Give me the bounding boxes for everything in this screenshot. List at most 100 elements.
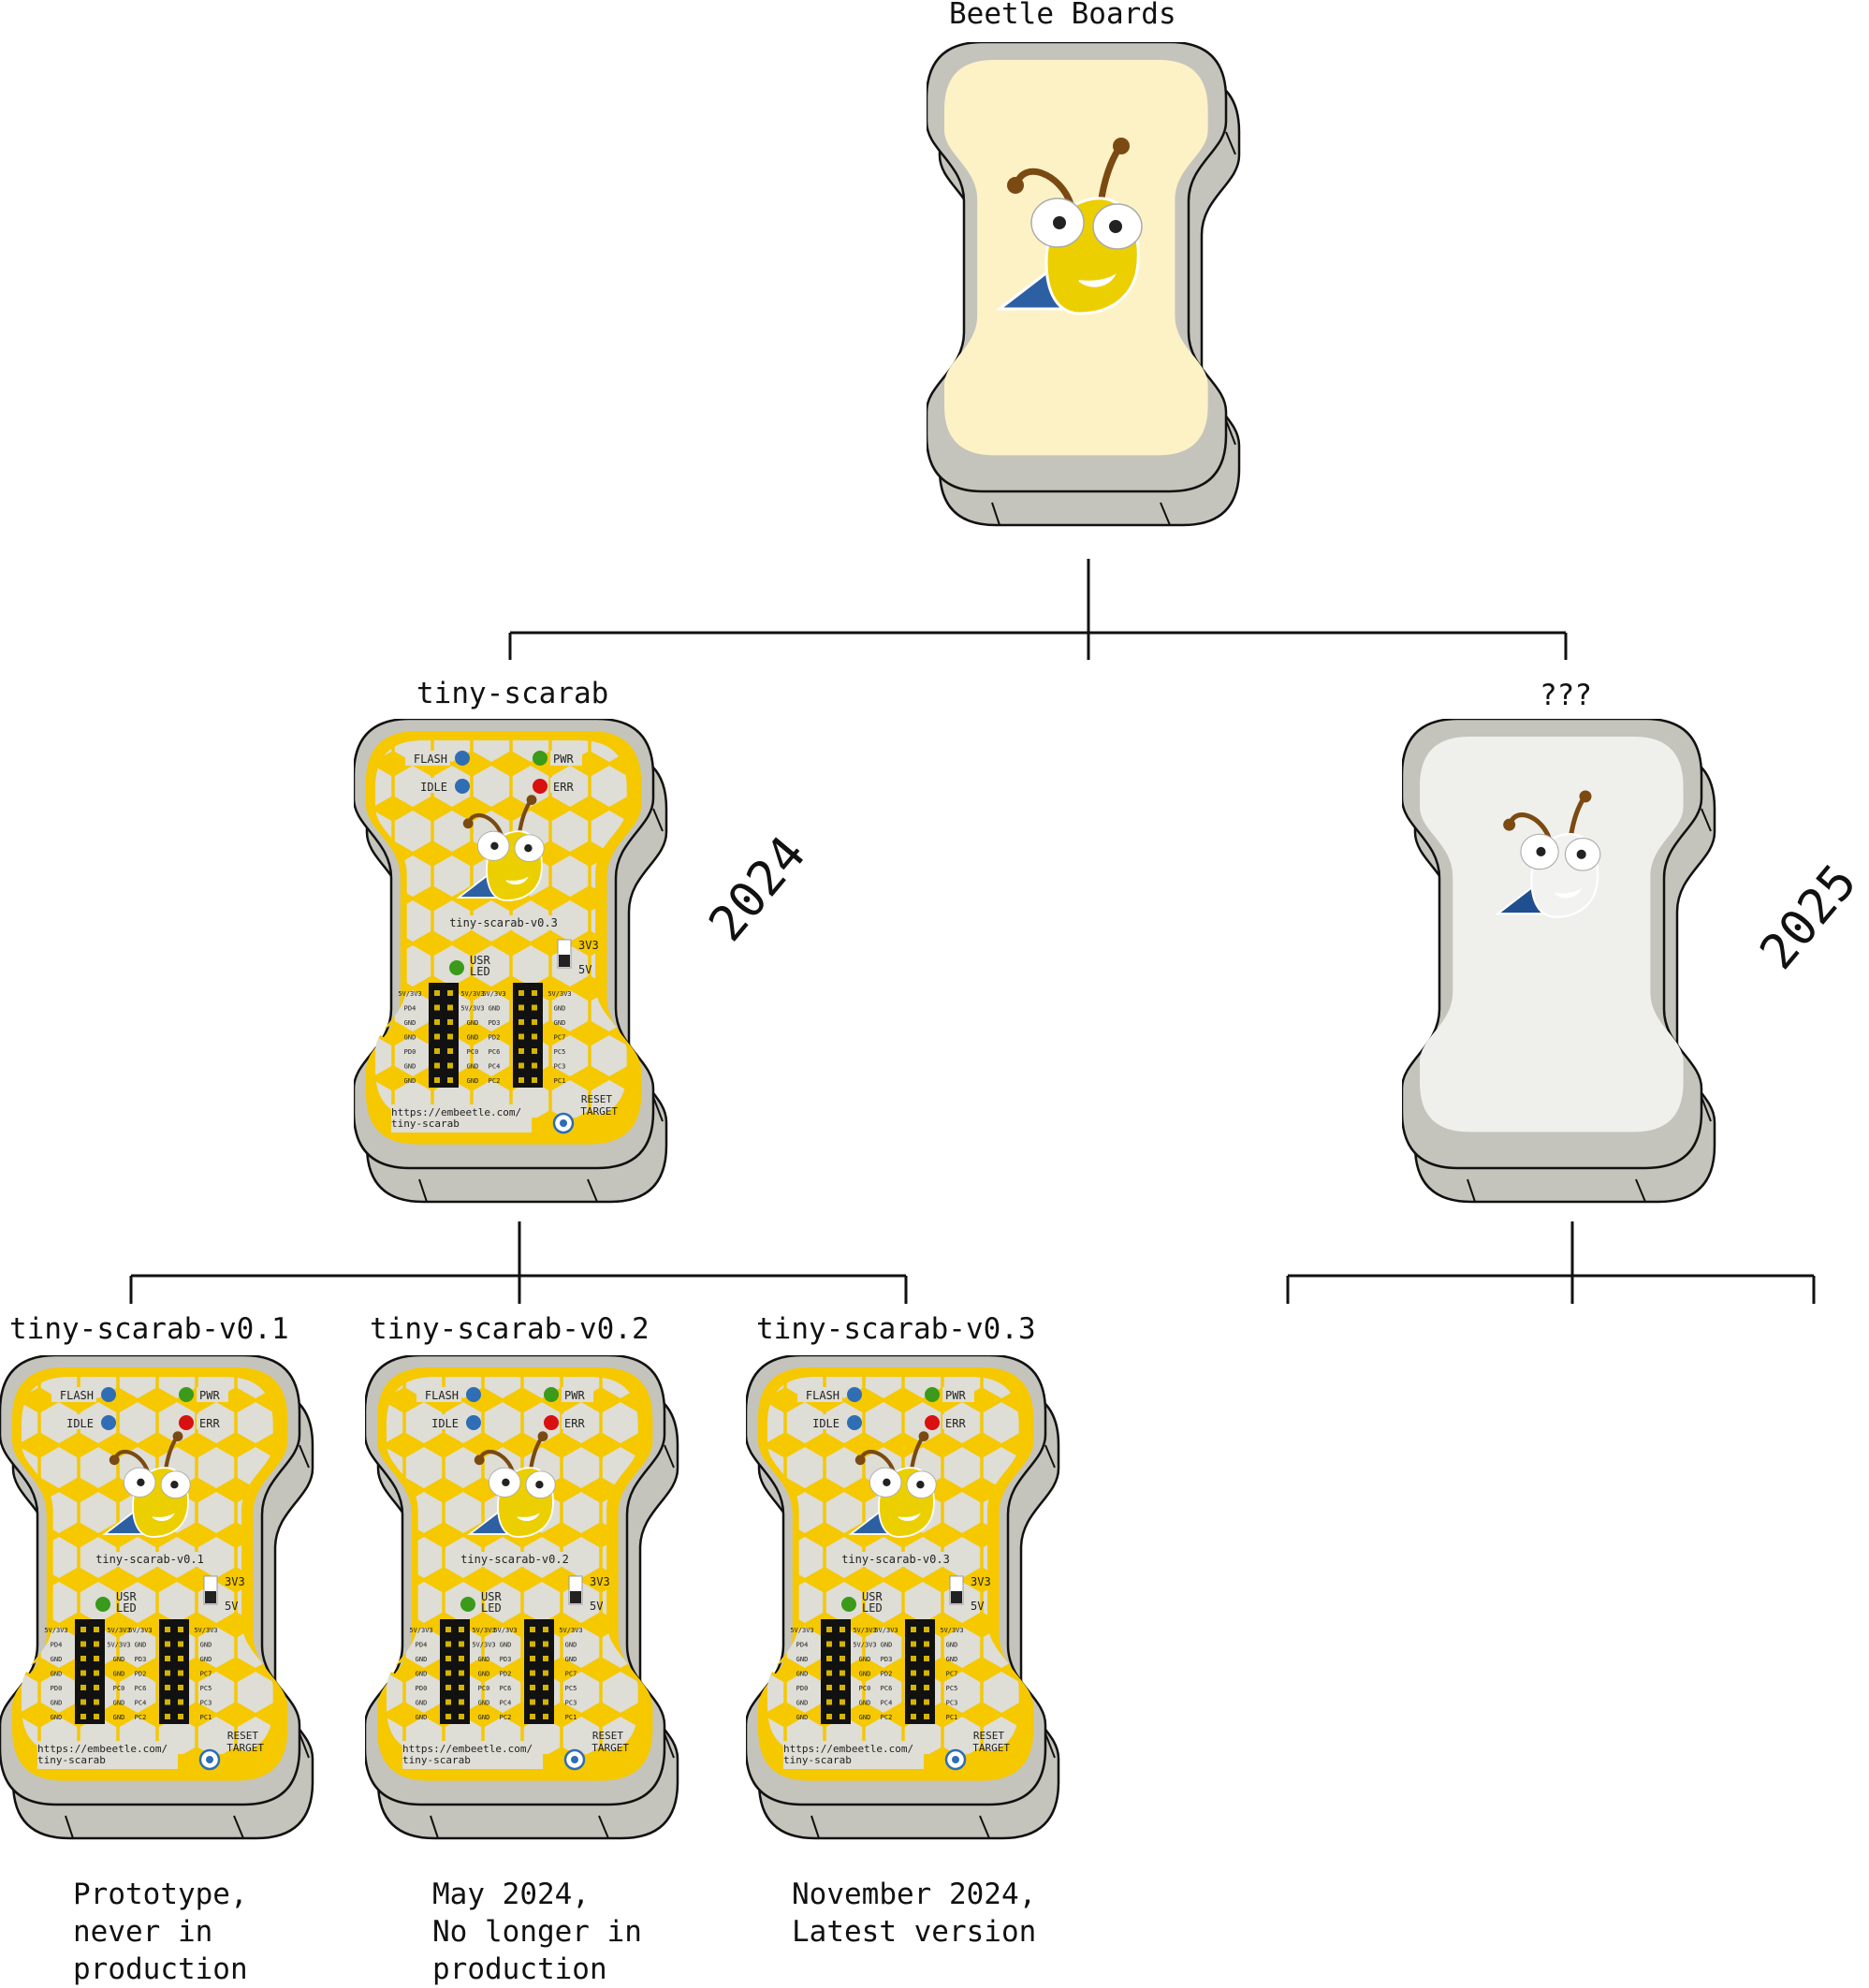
svg-text:PD4: PD4 xyxy=(796,1642,809,1649)
svg-text:PC4: PC4 xyxy=(881,1700,893,1707)
svg-text:5V/3V3: 5V/3V3 xyxy=(472,1642,495,1649)
svg-text:GND: GND xyxy=(500,1642,512,1649)
svg-text:5V: 5V xyxy=(578,963,591,976)
svg-text:PD3: PD3 xyxy=(500,1656,512,1663)
svg-text:GND: GND xyxy=(859,1656,871,1663)
svg-text:PD2: PD2 xyxy=(489,1034,501,1042)
svg-text:GND: GND xyxy=(881,1642,893,1649)
svg-text:5V/3V3: 5V/3V3 xyxy=(107,1642,130,1649)
svg-text:GND: GND xyxy=(565,1656,577,1663)
svg-text:GND: GND xyxy=(467,1063,479,1071)
svg-text:tiny-scarab: tiny-scarab xyxy=(391,1118,460,1130)
svg-text:5V/3V3: 5V/3V3 xyxy=(460,990,484,998)
svg-text:PD3: PD3 xyxy=(489,1019,501,1027)
svg-text:IDLE: IDLE xyxy=(812,1417,840,1430)
svg-text:IDLE: IDLE xyxy=(431,1417,459,1430)
svg-text:ERR: ERR xyxy=(564,1417,585,1430)
svg-text:PWR: PWR xyxy=(199,1389,220,1402)
title-tiny-scarab-v0-2: tiny-scarab-v0.2 xyxy=(370,1312,650,1346)
svg-text:GND: GND xyxy=(796,1714,809,1721)
svg-text:tiny-scarab-v0.1: tiny-scarab-v0.1 xyxy=(95,1553,204,1566)
svg-text:GND: GND xyxy=(478,1700,490,1707)
beetle-mascot-icon xyxy=(102,1431,191,1538)
svg-text:PC7: PC7 xyxy=(554,1034,566,1042)
svg-text:https://embeetle.com/: https://embeetle.com/ xyxy=(783,1743,913,1755)
svg-text:GND: GND xyxy=(416,1656,428,1663)
note-v0-3: November 2024, Latest version xyxy=(792,1878,1037,1949)
svg-text:RESET: RESET xyxy=(227,1730,258,1742)
svg-text:ERR: ERR xyxy=(945,1417,966,1430)
svg-text:PD2: PD2 xyxy=(500,1671,512,1678)
svg-text:PC0: PC0 xyxy=(478,1685,490,1692)
svg-text:PC6: PC6 xyxy=(500,1685,512,1692)
svg-text:GND: GND xyxy=(113,1714,125,1721)
svg-text:5V/3V3: 5V/3V3 xyxy=(472,1627,495,1634)
svg-text:5V/3V3: 5V/3V3 xyxy=(128,1627,152,1634)
svg-text:5V/3V3: 5V/3V3 xyxy=(493,1627,517,1634)
svg-text:PWR: PWR xyxy=(945,1389,966,1402)
title-tiny-scarab: tiny-scarab xyxy=(416,677,609,710)
svg-text:5V/3V3: 5V/3V3 xyxy=(874,1627,898,1634)
beetle-mascot-icon xyxy=(456,795,545,901)
svg-text:GND: GND xyxy=(113,1700,125,1707)
svg-text:USR: USR xyxy=(116,1590,137,1603)
svg-text:PC4: PC4 xyxy=(489,1063,501,1071)
svg-text:5V/3V3: 5V/3V3 xyxy=(853,1627,876,1634)
svg-text:PD3: PD3 xyxy=(135,1656,147,1663)
svg-text:GND: GND xyxy=(565,1642,577,1649)
svg-text:GND: GND xyxy=(859,1700,871,1707)
svg-text:PC7: PC7 xyxy=(200,1671,212,1678)
svg-text:ERR: ERR xyxy=(199,1417,220,1430)
svg-text:PD0: PD0 xyxy=(51,1685,63,1692)
beetle-mascot-icon xyxy=(467,1431,556,1538)
svg-text:USR: USR xyxy=(862,1590,883,1603)
svg-text:https://embeetle.com/: https://embeetle.com/ xyxy=(391,1106,521,1118)
svg-text:PC3: PC3 xyxy=(946,1700,958,1707)
svg-text:tiny-scarab-v0.2: tiny-scarab-v0.2 xyxy=(460,1553,569,1566)
svg-text:ERR: ERR xyxy=(553,781,574,794)
board-v0-2: FLASHIDLEPWRERRtiny-scarab-v0.23V35VUSRL… xyxy=(363,1353,679,1840)
svg-text:PC3: PC3 xyxy=(565,1700,577,1707)
svg-text:3V3: 3V3 xyxy=(225,1575,245,1588)
svg-text:USR: USR xyxy=(470,954,490,967)
svg-text:GND: GND xyxy=(51,1714,63,1721)
svg-text:PD0: PD0 xyxy=(404,1048,416,1056)
svg-text:5V/3V3: 5V/3V3 xyxy=(44,1627,67,1634)
svg-text:PC5: PC5 xyxy=(946,1685,958,1692)
board-v0-3: FLASHIDLEPWRERRtiny-scarab-v0.33V35VUSRL… xyxy=(744,1353,1060,1840)
svg-text:GND: GND xyxy=(135,1642,147,1649)
svg-text:LED: LED xyxy=(481,1601,502,1615)
svg-text:FLASH: FLASH xyxy=(60,1389,94,1402)
svg-text:PD2: PD2 xyxy=(881,1671,893,1678)
svg-text:5V/3V3: 5V/3V3 xyxy=(548,990,571,998)
svg-text:PC2: PC2 xyxy=(135,1714,147,1721)
board-tiny-scarab: FLASHIDLEPWRERRtiny-scarab-v0.33V35VUSRL… xyxy=(352,717,668,1204)
svg-text:PWR: PWR xyxy=(553,753,574,766)
beetle-mascot-icon xyxy=(848,1431,937,1538)
svg-text:GND: GND xyxy=(478,1714,490,1721)
svg-text:5V/3V3: 5V/3V3 xyxy=(790,1627,813,1634)
svg-text:GND: GND xyxy=(946,1642,958,1649)
svg-text:PD0: PD0 xyxy=(796,1685,809,1692)
svg-text:PC0: PC0 xyxy=(467,1048,479,1056)
svg-text:GND: GND xyxy=(946,1656,958,1663)
svg-text:PC5: PC5 xyxy=(554,1048,566,1056)
svg-text:3V3: 3V3 xyxy=(971,1575,991,1588)
svg-text:GND: GND xyxy=(467,1034,479,1042)
svg-text:5V: 5V xyxy=(225,1600,238,1613)
svg-text:tiny-scarab: tiny-scarab xyxy=(783,1754,852,1766)
svg-text:GND: GND xyxy=(404,1063,416,1071)
svg-text:GND: GND xyxy=(200,1642,212,1649)
svg-text:PC2: PC2 xyxy=(881,1714,893,1721)
svg-text:TARGET: TARGET xyxy=(591,1742,629,1754)
svg-text:GND: GND xyxy=(51,1700,63,1707)
board-root xyxy=(925,40,1241,527)
svg-text:https://embeetle.com/: https://embeetle.com/ xyxy=(402,1743,533,1755)
svg-text:GND: GND xyxy=(796,1700,809,1707)
svg-text:RESET: RESET xyxy=(973,1730,1004,1742)
svg-text:TARGET: TARGET xyxy=(580,1105,618,1118)
note-v0-2: May 2024, No longer in production xyxy=(432,1878,642,1986)
